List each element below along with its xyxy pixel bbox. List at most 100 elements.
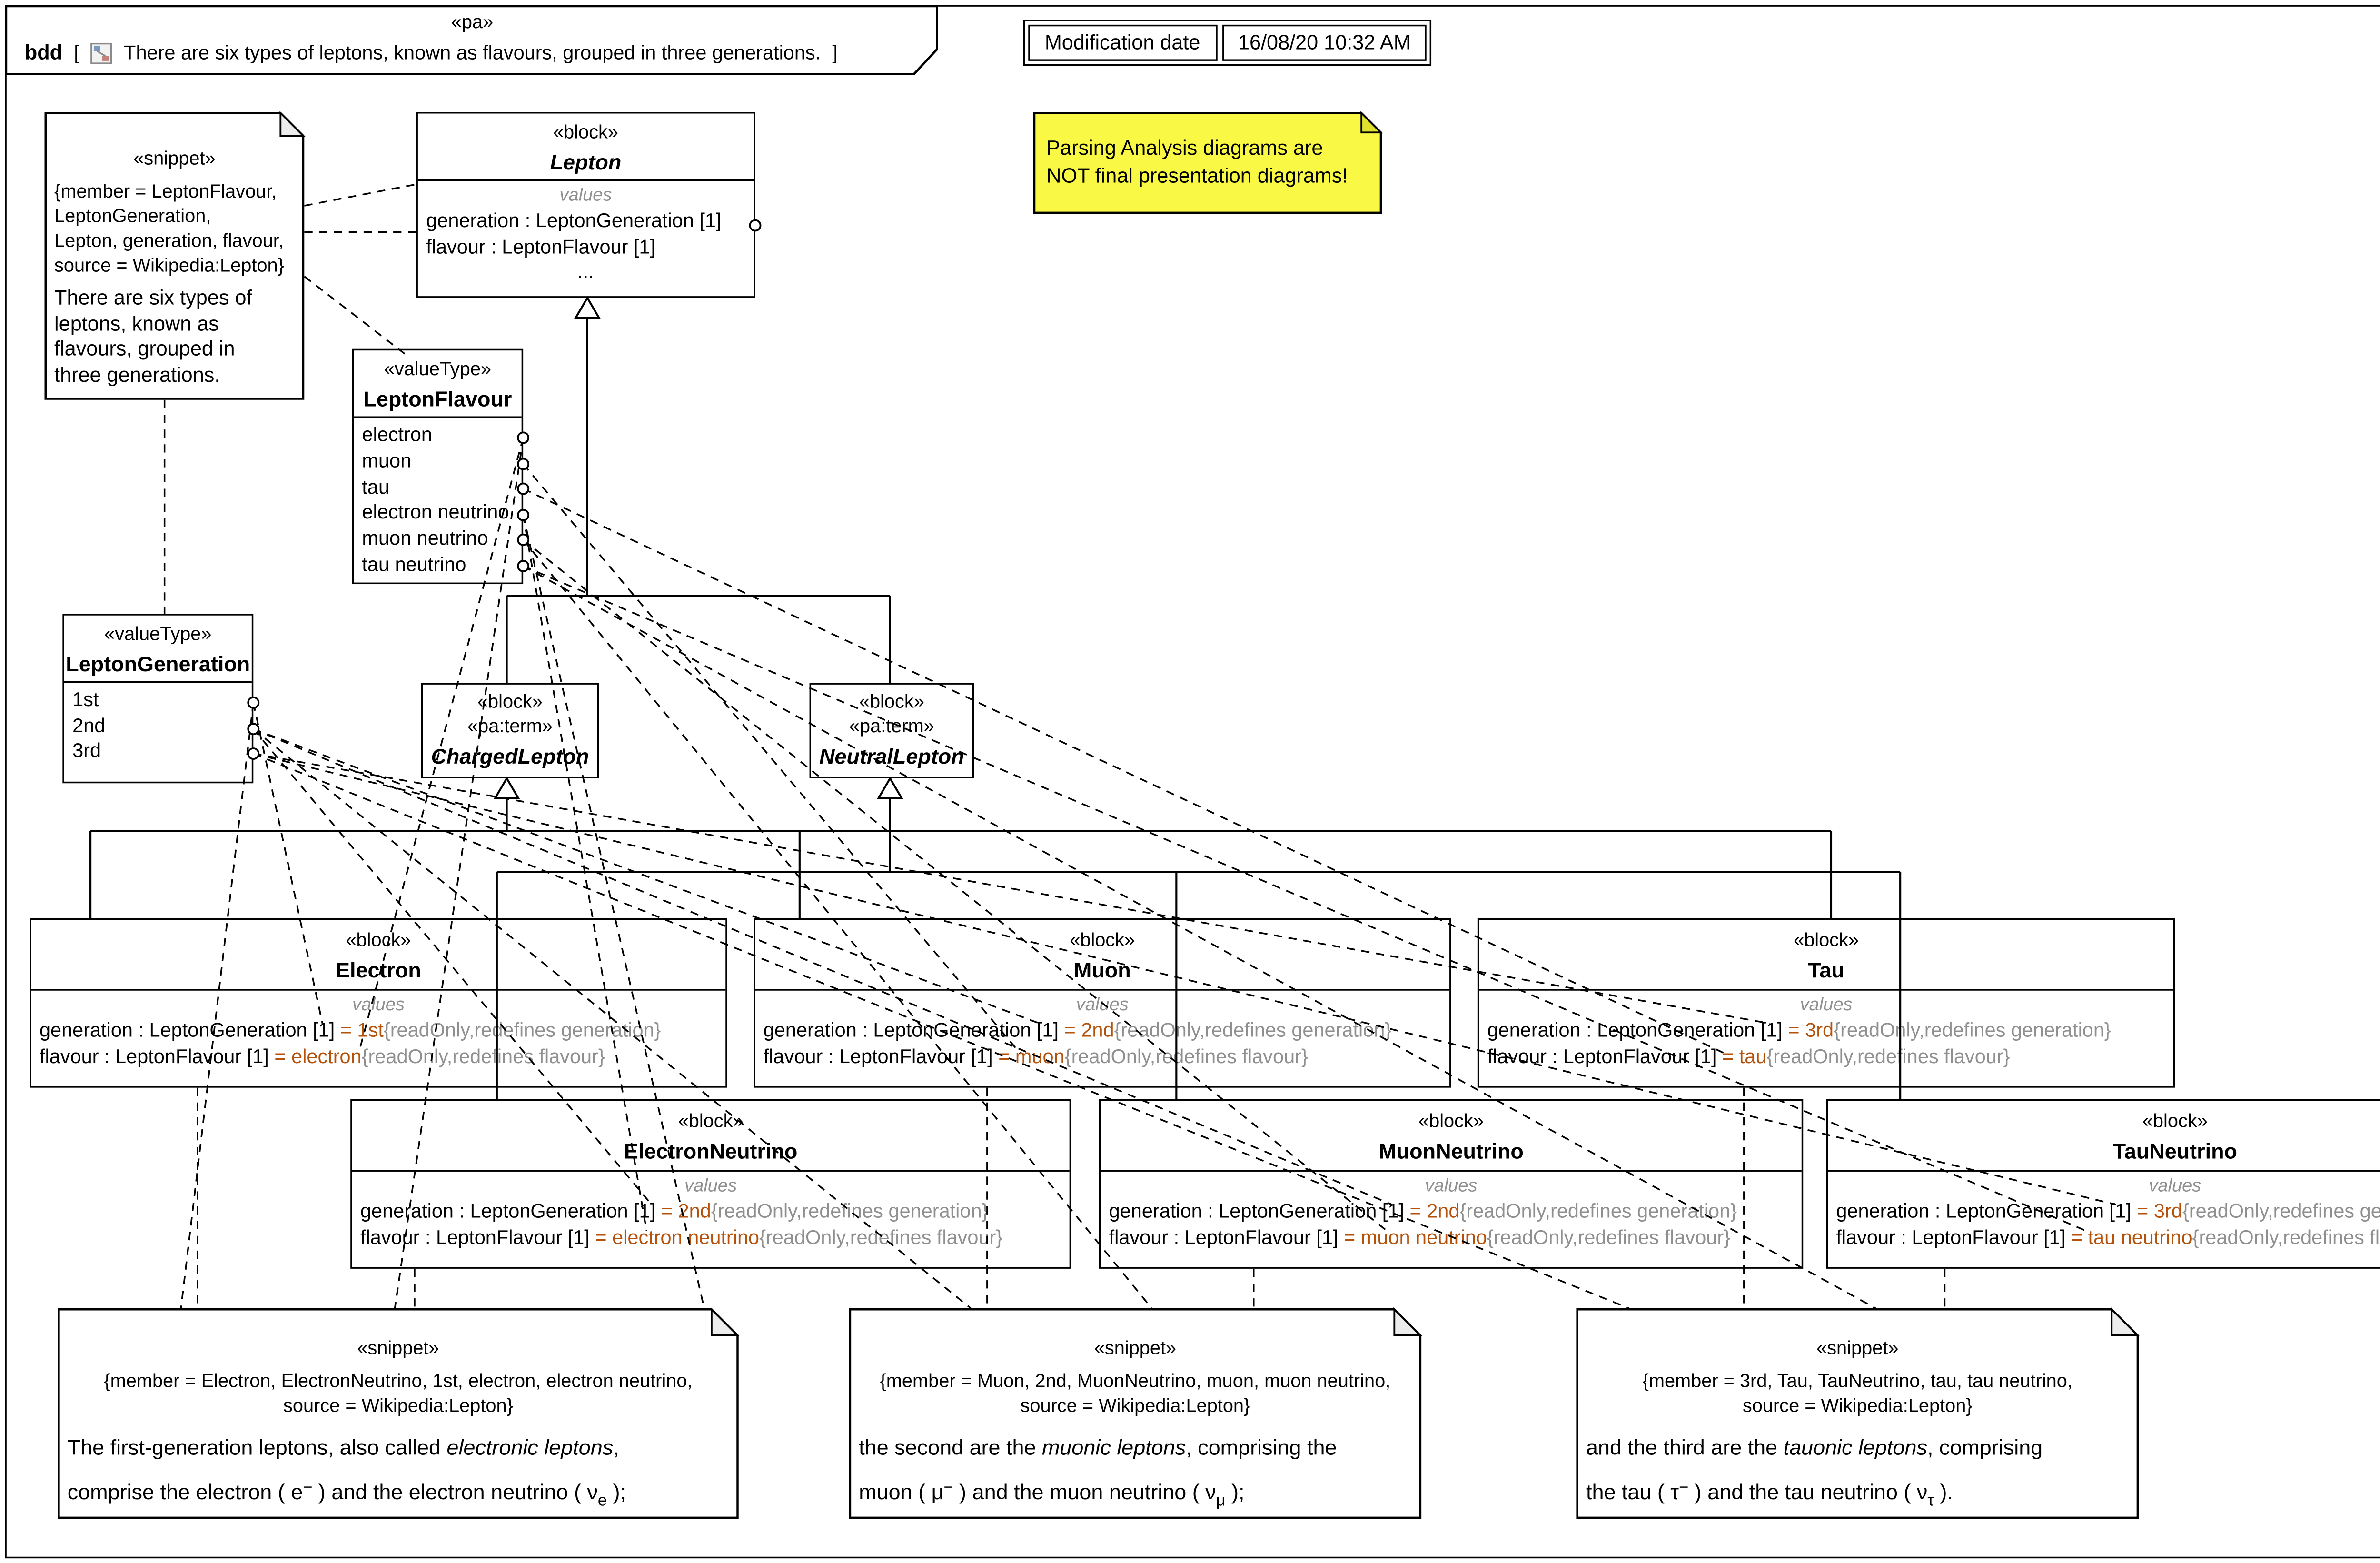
block-stereotype-pa-term: «pa:term» [849,717,934,737]
note-shape [849,1307,1423,1519]
block-header: «block» Electron [31,920,726,989]
diagram-tab-shape [5,5,938,75]
block-stereotype-pa-term: «pa:term» [467,717,553,737]
meta-line: {member = LeptonFlavour, [54,182,277,203]
snippet-note-tau[interactable]: «snippet» {member = 3rd, Tau, TauNeutrin… [1576,1307,2140,1519]
values-label: values [1425,1176,1478,1196]
snippet-stereotype: «snippet» [1816,1339,1899,1359]
block-header: «valueType» LeptonGeneration [64,616,252,681]
attr-flavour: flavour : LeptonFlavour [1] = muon neutr… [1109,1226,1731,1249]
attr-generation: generation : LeptonGeneration [1] = 1st{… [39,1018,661,1042]
values-compartment: values generation : LeptonGeneration [1]… [1828,1170,2380,1251]
meta-line: source = Wikipedia:Lepton} [1020,1397,1250,1417]
literals-compartment: electron muon tau electron neutrino muon… [354,416,522,578]
modification-date-label: Modification date [1028,24,1217,61]
block-stereotype: «block» [1794,931,1859,951]
title-close-bracket: ] [832,41,838,64]
valuetype-leptongeneration[interactable]: «valueType» LeptonGeneration 1st 2nd 3rd [62,614,254,784]
snippet-meta: {member = LeptonFlavour, LeptonGeneratio… [54,181,284,279]
attr-generation: generation : LeptonGeneration [1] = 2nd{… [1109,1199,1737,1223]
body-line: There are six types of [54,286,252,309]
block-stereotype: «valueType» [104,625,212,645]
block-electronneutrino[interactable]: «block» ElectronNeutrino values generati… [350,1099,1071,1269]
note-fold-corner [2111,1307,2140,1336]
block-header: «block» Lepton [418,113,754,179]
block-stereotype: «block» [1418,1112,1484,1133]
note-shape [1033,110,1383,214]
meta-line: LeptonGeneration, [54,207,211,227]
literal-tau-neutrino: tau neutrino [362,553,466,576]
note-fold-corner [279,110,306,137]
block-stereotype: «valueType» [384,360,492,380]
meta-line: {member = Muon, 2nd, MuonNeutrino, muon,… [880,1372,1391,1393]
block-chargedlepton[interactable]: «block» «pa:term» ChargedLepton [421,683,599,778]
body-line: The first-generation leptons, also calle… [67,1434,619,1460]
snippet-note-top[interactable]: «snippet» {member = LeptonFlavour, Lepto… [44,110,306,400]
literal-1st: 1st [72,687,99,711]
meta-line: source = Wikipedia:Lepton} [1742,1397,1973,1417]
values-compartment: values generation : LeptonGeneration [1]… [1479,989,2173,1069]
snippet-body: The first-generation leptons, also calle… [68,1427,626,1522]
attr-generation: generation : LeptonGeneration [1] = 2nd{… [360,1199,989,1223]
block-stereotype: «block» [477,693,543,713]
block-neutrallepton[interactable]: «block» «pa:term» NeutralLepton [809,683,974,778]
block-name: LeptonFlavour [363,387,512,412]
diagram-icon [91,42,112,64]
literals-compartment: 1st 2nd 3rd [64,681,252,765]
note-shape [44,110,306,400]
snippet-note-electron[interactable]: «snippet» {member = Electron, ElectronNe… [58,1307,740,1522]
snippet-body: the second are the muonic leptons, compr… [859,1427,1337,1522]
block-header: «block» ElectronNeutrino [352,1101,1070,1170]
block-header: «block» Muon [755,920,1449,989]
body-line: flavours, grouped in [54,337,235,360]
meta-line: source = Wikipedia:Lepton} [54,257,284,277]
modification-date-box[interactable]: Modification date 16/08/20 10:32 AM [1023,20,1432,66]
attr-flavour: flavour : LeptonFlavour [1] = electron{r… [39,1045,605,1068]
body-line: three generations. [54,363,220,386]
block-muonneutrino[interactable]: «block» MuonNeutrino values generation :… [1099,1099,1804,1269]
values-label: values [559,186,612,206]
attr-generation: generation : LeptonGeneration [1] = 3rd{… [1487,1018,2111,1042]
meta-line: Lepton, generation, flavour, [54,232,284,252]
block-name: NeutralLepton [819,744,964,769]
block-name: Tau [1808,957,1844,983]
block-lepton[interactable]: «block» Lepton values generation : Lepto… [416,112,755,298]
block-muon[interactable]: «block» Muon values generation : LeptonG… [754,918,1451,1088]
block-header: «block» Tau [1479,920,2173,989]
block-stereotype: «block» [2142,1112,2208,1133]
attr-flavour: flavour : LeptonFlavour [1] = tau neutri… [1836,1226,2380,1249]
block-header: «valueType» LeptonFlavour [354,350,522,416]
meta-line: {member = Electron, ElectronNeutrino, 1s… [104,1372,693,1393]
diagram-kind-label: bdd [24,41,63,64]
block-name: TauNeutrino [2112,1138,2238,1164]
snippet-note-muon[interactable]: «snippet» {member = Muon, 2nd, MuonNeutr… [849,1307,1423,1522]
block-name: Electron [336,957,421,983]
block-tau[interactable]: «block» Tau values generation : LeptonGe… [1477,918,2175,1088]
literal-muon-neutrino: muon neutrino [362,527,488,550]
values-label: values [352,996,405,1015]
block-tauneutrino[interactable]: «block» TauNeutrino values generation : … [1826,1099,2380,1269]
diagram-frame-border [5,5,2380,1559]
values-compartment: values generation : LeptonGeneration [1]… [1101,1170,1802,1251]
valuetype-leptonflavour[interactable]: «valueType» LeptonFlavour electron muon … [352,348,524,585]
block-name: MuonNeutrino [1378,1138,1524,1164]
snippet-meta: {member = 3rd, Tau, TauNeutrino, tau, ta… [1576,1371,2139,1420]
literal-electron: electron [362,423,433,446]
block-electron[interactable]: «block» Electron values generation : Lep… [30,918,727,1088]
note-fold-corner [710,1307,740,1336]
literal-2nd: 2nd [72,713,106,737]
block-header: «block» MuonNeutrino [1101,1101,1801,1170]
block-header: «block» TauNeutrino [1828,1101,2380,1170]
values-compartment: values generation : LeptonGeneration [1]… [417,179,754,283]
body-line: muon ( μ− ) and the muon neutrino ( νμ )… [859,1479,1245,1511]
diagram-header-tab[interactable]: «pa» bdd [ There are six types of lepton… [5,5,939,76]
diagram-stereotype: «pa» [451,13,494,33]
snippet-meta: {member = Electron, ElectronNeutrino, 1s… [58,1371,739,1420]
modification-date-value: 16/08/20 10:32 AM [1221,24,1428,61]
attr-generation: generation : LeptonGeneration [1] [426,209,722,232]
warning-note[interactable]: Parsing Analysis diagrams are NOT final … [1033,110,1383,214]
meta-line: source = Wikipedia:Lepton} [283,1397,513,1417]
block-stereotype: «block» [859,693,924,713]
title-open-bracket: [ [74,41,79,64]
values-compartment: values generation : LeptonGeneration [1]… [31,989,726,1069]
